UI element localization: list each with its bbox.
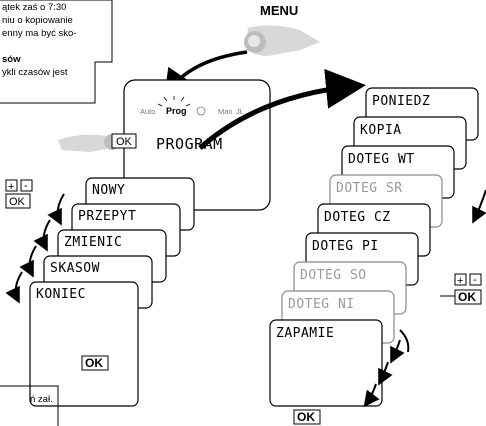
svg-text:OK: OK [458,290,476,304]
svg-text:OK: OK [116,136,133,148]
right-menu-card-label: ZAPAMIE [276,326,334,341]
plus-button[interactable]: + [5,179,18,193]
menu-hand-icon [244,25,320,56]
left-menu-card-label: NOWY [92,183,125,198]
menu-label: MENU [260,3,298,18]
right-menu-card-frame [269,319,383,407]
ok-button-main[interactable]: OK [111,133,137,149]
minus-button[interactable]: - [20,179,33,192]
left-stack-arrows [5,193,65,304]
left-menu-card-frame [29,281,139,407]
left-menu-card[interactable]: KONIEC [29,281,139,407]
ok-button-right-bottom[interactable]: OK [293,409,321,425]
instruction-text-box: ątek zaś o 7:30 niu o kopiowanie enny ma… [0,0,113,104]
right-menu-card-label: DOTEG CZ [324,210,391,225]
svg-text:-: - [473,274,477,286]
right-menu-card-label: DOTEG SO [300,268,367,283]
ok-button-left-bottom[interactable]: OK [81,355,109,371]
clock-icon [196,106,206,116]
svg-text:OK: OK [297,410,315,424]
ok-hand-icon [58,134,120,152]
minus-button-right[interactable]: - [469,273,482,286]
left-menu-card-label: KONIEC [36,287,86,302]
svg-text:+: + [8,181,14,193]
left-menu-card-label: SKASOW [50,261,100,276]
bottom-left-text-box: ń zał. [0,385,59,426]
right-menu-card-label: DOTEG WT [348,152,415,167]
text-line-3: enny ma być sko- [2,28,76,39]
right-menu-card-label: DOTEG SR [336,181,403,196]
right-menu-card[interactable]: ZAPAMIE [269,319,383,407]
bottom-left-text: ń zał. [30,394,53,405]
ok-button-right[interactable]: OK [454,289,482,305]
right-menu-stack: PONIEDZ KOPIA DOTEG WT DOTEG SR DOTEG CZ DOTE… [269,87,479,407]
text-line-1: ątek zaś o 7:30 [2,2,66,13]
right-menu-card-label: DOTEG NI [288,297,355,312]
left-menu-stack: NOWY PRZEPYT ZMIENIC SKASOW KONIEC [29,177,195,407]
left-menu-card-label: ZMIENIC [64,235,122,250]
text-heading: sów [2,54,21,65]
svg-text:-: - [24,180,28,192]
left-menu-card-label: PRZEPYT [78,209,136,224]
mode-auto: Auto [140,107,155,116]
mode-jl: JL [236,107,244,116]
svg-text:+: + [457,275,463,287]
text-line-2: niu o kopiowanie [2,15,73,26]
right-menu-card-label: PONIEDZ [372,94,430,109]
svg-text:OK: OK [85,356,103,370]
right-menu-card-label: KOPIA [360,123,402,138]
main-to-right-arrow [198,68,366,150]
prog-blink-icon [157,96,191,107]
ok-button-left[interactable]: OK [5,193,31,209]
mode-man: Man [218,107,233,116]
plus-button-right[interactable]: + [454,273,467,287]
right-menu-card-label: DOTEG PI [312,239,379,254]
svg-text:OK: OK [9,196,26,208]
right-stack-arrows [363,189,486,408]
text-line-5: ykli czasów jest [2,67,68,78]
display-program-text: PROGRAM [156,135,223,153]
mode-prog: Prog [166,106,187,116]
